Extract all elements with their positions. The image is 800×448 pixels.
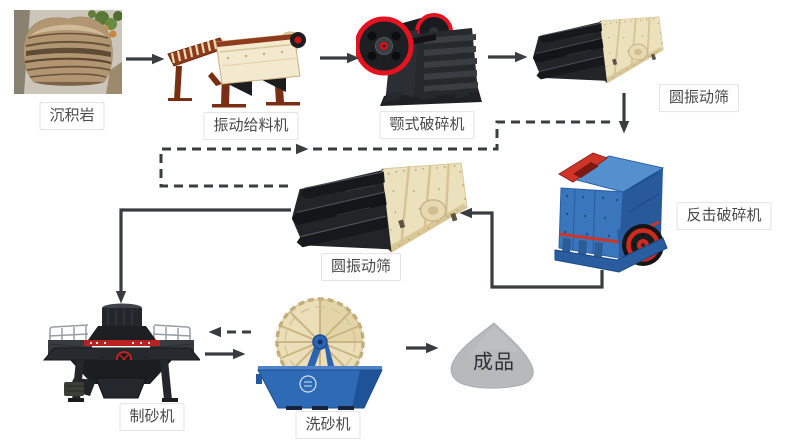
label-feeder: 振动给料机 bbox=[203, 112, 299, 140]
edge-screen-mid-sand-maker bbox=[115, 208, 291, 304]
rock-photo bbox=[14, 10, 122, 94]
edge-return-screen-mid-impact-a bbox=[159, 143, 309, 188]
feeder-illustration bbox=[166, 20, 320, 110]
edge-return-screen-mid-impact-b bbox=[313, 120, 612, 151]
label-impact-crusher: 反击破碎机 bbox=[676, 202, 772, 230]
sand-washer-illustration bbox=[256, 296, 396, 412]
screen-top-illustration bbox=[530, 16, 664, 88]
label-screen-top: 圆振动筛 bbox=[658, 84, 740, 112]
impact-crusher-illustration bbox=[551, 142, 685, 275]
jaw-crusher-illustration bbox=[356, 8, 486, 110]
screen-mid-illustration bbox=[288, 162, 468, 259]
label-screen-mid: 圆振动筛 bbox=[320, 253, 402, 281]
label-sand-maker: 制砂机 bbox=[119, 403, 185, 431]
label-rock: 沉积岩 bbox=[39, 102, 105, 130]
label-product: 成品 bbox=[473, 349, 515, 374]
sand-maker-illustration bbox=[40, 300, 200, 410]
product-pile bbox=[444, 320, 544, 392]
label-jaw-crusher: 颚式破碎机 bbox=[379, 111, 475, 139]
label-sand-washer: 洗砂机 bbox=[295, 411, 361, 439]
edge-impact-screen-mid bbox=[459, 207, 604, 289]
